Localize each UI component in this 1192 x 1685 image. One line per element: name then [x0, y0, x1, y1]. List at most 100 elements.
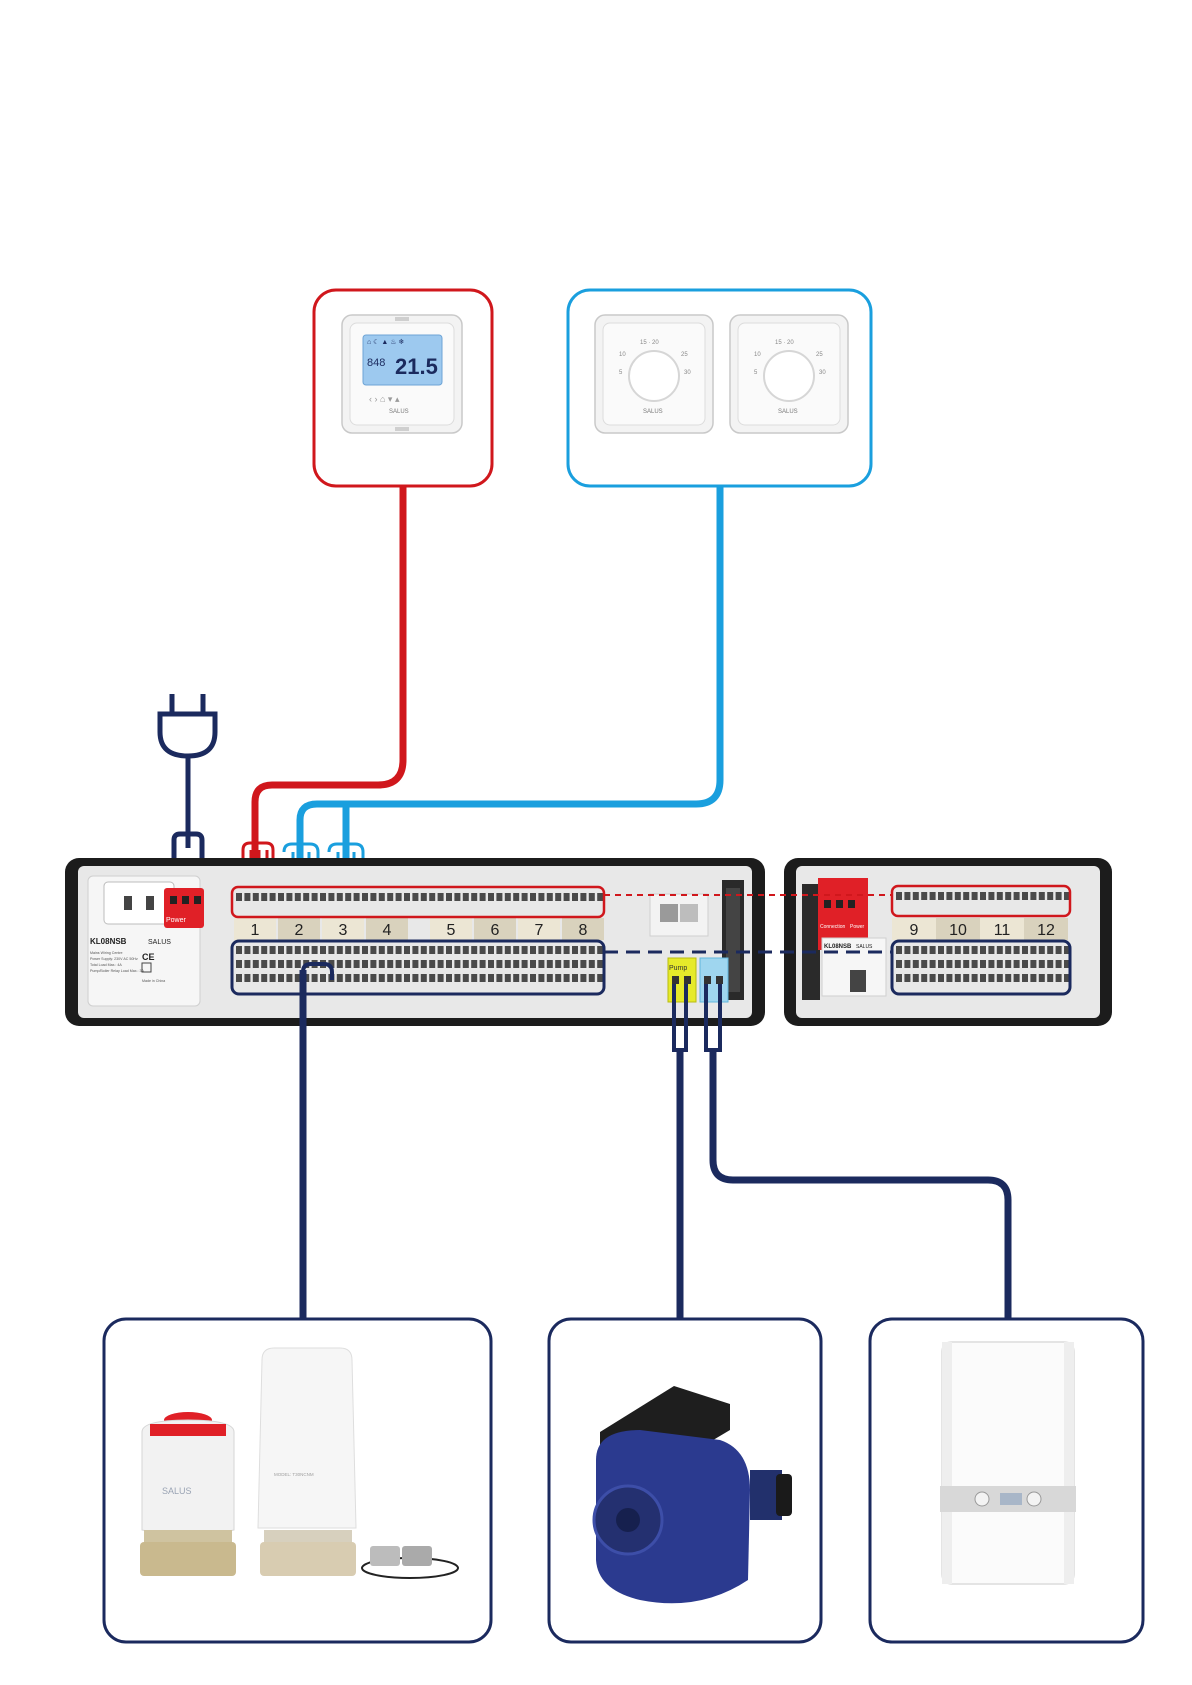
bottom-terminal-slot	[530, 974, 536, 982]
extension-bottom-terminal-slot	[1038, 946, 1045, 954]
extension-zone-number: 12	[1037, 922, 1055, 939]
pump-label: Pump	[669, 965, 687, 972]
bottom-terminal-slot	[504, 960, 511, 968]
extension-bottom-terminal-slot	[904, 974, 911, 982]
left-zone-cell	[366, 918, 408, 940]
svg-text:30: 30	[684, 370, 691, 376]
top-terminal-strip	[236, 893, 604, 901]
bottom-terminal-slot	[555, 960, 562, 968]
bottom-terminal-slot	[462, 960, 469, 968]
top-terminal-slot	[504, 893, 511, 901]
extension-power-label: Power	[850, 924, 865, 930]
bottom-terminal-slot	[236, 960, 242, 968]
extension-bottom-terminal-slot	[1022, 960, 1028, 968]
extension-bottom-terminal-slot	[904, 960, 911, 968]
bottom-terminal-slot	[521, 974, 528, 982]
left-zone-number: 1	[251, 922, 260, 939]
top-terminal-slot	[412, 893, 419, 901]
bottom-terminal-slot	[496, 960, 503, 968]
top-terminal-slot	[563, 893, 570, 901]
bottom-terminal-slot	[513, 946, 520, 954]
extension-top-terminal-slot	[1005, 892, 1012, 900]
extension-zone-cell	[980, 918, 1024, 940]
power-label: Power	[166, 917, 187, 924]
left-zone-cell	[278, 918, 320, 940]
extension-zone-cell	[936, 918, 980, 940]
extension-zone-cell	[892, 918, 936, 940]
extension-bottom-terminal-slot	[929, 974, 936, 982]
bottom-terminal-slot	[488, 960, 494, 968]
bottom-terminal-slot	[521, 960, 528, 968]
bottom-terminal-slot	[345, 946, 352, 954]
extension-bottom-terminal-slot	[971, 974, 978, 982]
top-terminal-slot	[286, 893, 293, 901]
left-zone-number: 8	[579, 922, 588, 939]
extension-bottom-terminal-slot	[988, 946, 995, 954]
svg-text:10: 10	[754, 352, 761, 358]
extension-top-terminal-slot	[921, 892, 928, 900]
thermostat-brand: SALUS	[389, 409, 409, 415]
bottom-terminal-slot	[572, 960, 578, 968]
bottom-terminal-slot	[353, 974, 360, 982]
extension-top-terminal-slot	[971, 892, 978, 900]
bottom-terminal-slot	[429, 946, 436, 954]
bottom-terminal-slot	[345, 974, 352, 982]
thermostat-buttons: ‹ › ⌂ ▾ ▴	[369, 394, 400, 404]
top-terminal-slot	[488, 893, 494, 901]
bottom-terminal-slot	[479, 960, 486, 968]
bottom-terminal-slot	[370, 974, 377, 982]
extension-bottom-terminal-slot	[896, 974, 902, 982]
left-zone-cell	[518, 918, 560, 940]
top-terminal-slot	[328, 893, 335, 901]
extension-bottom-terminal-slot	[896, 960, 902, 968]
svg-text:15 · 20: 15 · 20	[775, 340, 794, 346]
bottom-terminal-slot	[446, 974, 452, 982]
bottom-terminal-slot	[588, 960, 595, 968]
bottom-terminal-slot	[278, 960, 284, 968]
top-terminal-slot	[479, 893, 486, 901]
extension-bottom-terminal-slot	[954, 960, 961, 968]
bottom-terminal-slot	[336, 946, 343, 954]
top-terminal-slot	[353, 893, 360, 901]
analog-thermostat-1-brand: SALUS	[643, 409, 663, 415]
extension-bottom-terminal-slot	[946, 974, 953, 982]
right-neutral-terminals-highlight	[890, 939, 1072, 996]
left-zone-cell	[562, 918, 604, 940]
cooling-thermostat-frame	[566, 288, 873, 488]
thermostat-screen-temp: 21.5	[395, 354, 438, 379]
bottom-terminal-slot	[546, 960, 553, 968]
bottom-terminal-slot	[404, 960, 410, 968]
top-terminal-slot	[395, 893, 402, 901]
extension-bottom-terminal-slot	[938, 946, 944, 954]
bottom-terminal-slot	[294, 974, 301, 982]
extension-bottom-terminal-slot	[1047, 960, 1054, 968]
bottom-terminal-slot	[588, 946, 595, 954]
extension-bottom-terminal-slot	[954, 946, 961, 954]
analog-thermostat-2: 15 · 20 10 25 5 30 SALUS	[729, 314, 849, 434]
bottom-terminal-slot	[261, 974, 268, 982]
bottom-terminal-slot	[496, 946, 503, 954]
bottom-terminal-slot	[294, 960, 301, 968]
bottom-terminal-slot	[572, 974, 578, 982]
left-zone-cell	[322, 918, 364, 940]
bottom-terminal-slot	[404, 974, 410, 982]
bottom-terminal-slot	[538, 946, 545, 954]
extension-bottom-terminal-slot	[1013, 946, 1020, 954]
top-terminal-slot	[546, 893, 553, 901]
extension-zone-number: 11	[994, 922, 1011, 939]
bottom-terminal-slot	[378, 946, 385, 954]
bottom-terminal-slot	[597, 960, 604, 968]
circulating-pump	[592, 1386, 792, 1604]
bottom-terminal-slot	[580, 960, 587, 968]
wiring-centre-brand: SALUS	[148, 939, 171, 946]
wiring-centre-label-line-2: Power Supply: 230V AC 50Hz	[90, 957, 138, 961]
thermal-actuator-white: MODEL: T30NCNM	[257, 1347, 459, 1579]
bottom-terminal-slot	[328, 960, 335, 968]
bottom-terminal-slot	[404, 946, 410, 954]
bottom-terminal-slot	[429, 974, 436, 982]
extension-bottom-terminal-slot	[980, 946, 986, 954]
extension-top-terminal-slot	[1013, 892, 1020, 900]
extension-bottom-terminal-slot	[904, 946, 911, 954]
svg-text:15 · 20: 15 · 20	[640, 340, 659, 346]
